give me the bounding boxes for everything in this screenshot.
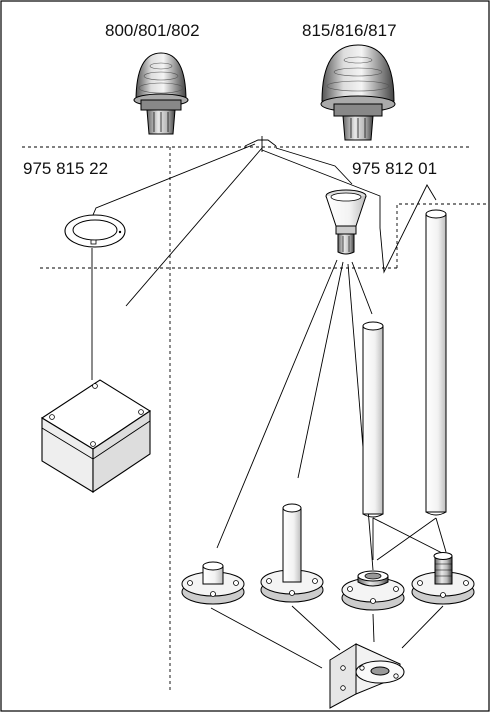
flange-base-spigot-icon [411,552,475,605]
label-ring-code: 975 815 22 [23,159,109,178]
flange-base-short-icon [181,561,245,605]
beacon-small-icon [133,52,189,135]
extension-tube-long-icon [425,209,447,516]
beacon-large-icon [320,44,396,141]
flange-base-socket-icon [341,570,405,611]
label-adapter-code: 975 812 01 [352,159,438,178]
mounting-ring-icon [64,214,126,248]
connector-lines [89,136,447,669]
junction-box-icon [40,379,152,494]
label-beacon-small: 800/801/802 [105,21,200,40]
wall-bracket-icon [329,643,405,709]
extension-tube-short-icon [362,321,384,518]
adapter-icon [325,189,367,255]
label-beacon-large: 815/816/817 [302,21,397,40]
dashed-separators [22,146,489,690]
flange-base-tube-icon [260,503,324,603]
